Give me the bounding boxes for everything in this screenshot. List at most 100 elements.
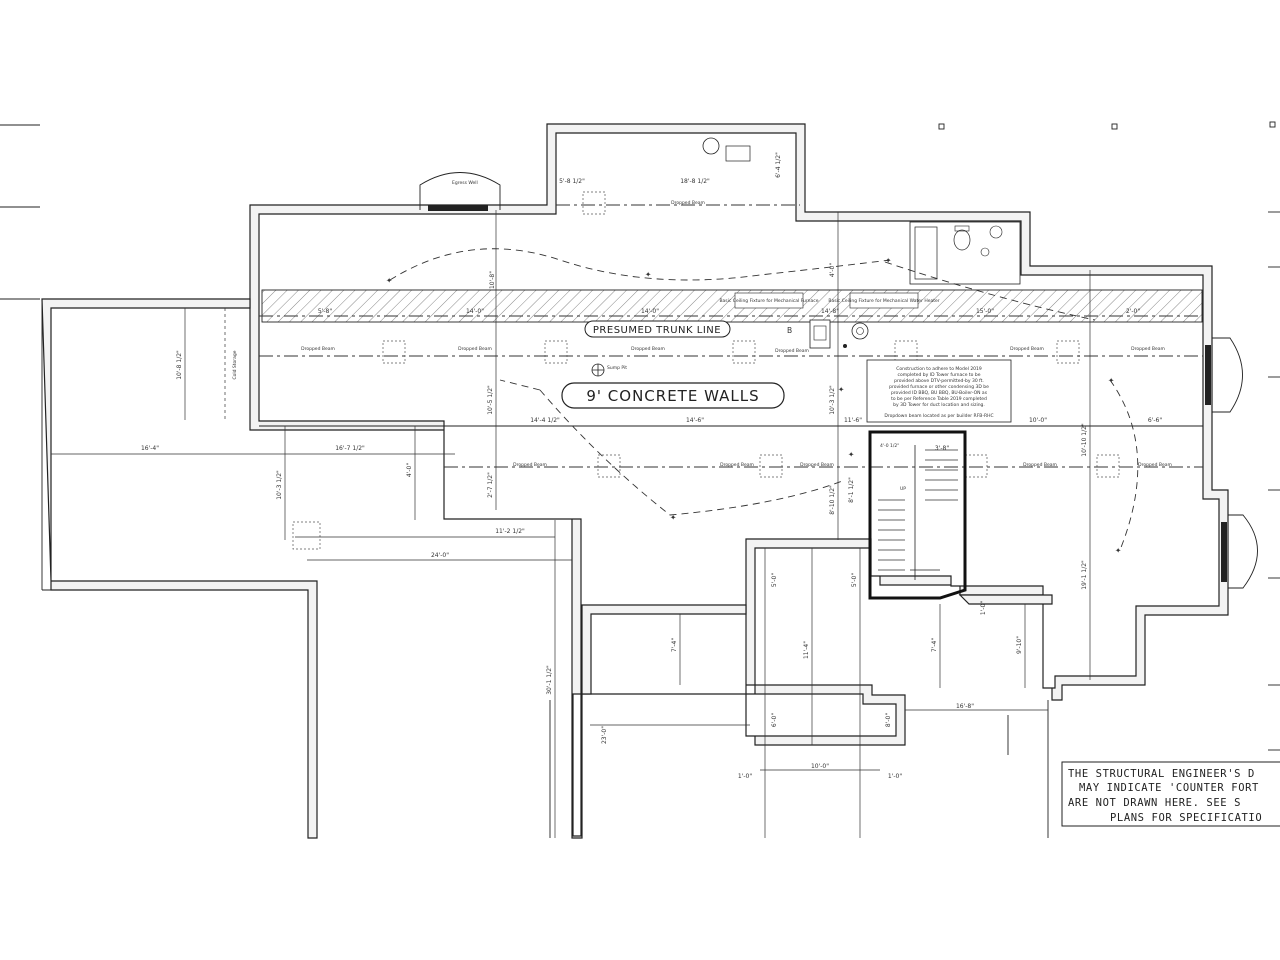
svg-text:✦: ✦	[1115, 546, 1121, 555]
concrete-walls-label: 9' CONCRETE WALLS	[561, 382, 785, 409]
dim-text: 30'-1 1/2"	[546, 665, 553, 695]
dim-text: 10'-3 1/2"	[276, 470, 283, 500]
dim-text: 11'-2 1/2"	[495, 528, 525, 535]
structural-note-line: THE STRUCTURAL ENGINEER'S D	[1068, 768, 1255, 780]
dim-text: 2'-7 1/2"	[487, 472, 494, 498]
dim-text: 10'-5 1/2"	[487, 385, 494, 415]
structural-note-line: ARE NOT DRAWN HERE. SEE S	[1068, 797, 1241, 809]
dim-text: 4'-0"	[829, 263, 836, 277]
egress-wells: Egress Well	[419, 172, 1258, 589]
egress-label-1: Egress Well	[452, 180, 478, 186]
structural-note-box: THE STRUCTURAL ENGINEER'S D MAY INDICATE…	[1061, 761, 1280, 827]
beam-label: Dropped Beam	[775, 348, 809, 354]
beam-lines	[259, 204, 1203, 468]
dim-text: 10'-0"	[811, 763, 829, 770]
svg-text:✦: ✦	[386, 276, 392, 285]
dim-text: 6'-0"	[771, 713, 778, 727]
note-line: completed by ID Tower furnace to be	[897, 372, 980, 378]
note-line: to be per Reference Table 2019 completed	[891, 396, 987, 402]
dim-text: 11'-4"	[803, 641, 810, 659]
dim-text: 16'-7 1/2"	[335, 445, 365, 452]
dim-text: 23'-0"	[601, 726, 608, 744]
dim-text: 1'-0"	[980, 601, 987, 615]
trunk-line-label: PRESUMED TRUNK LINE	[584, 320, 731, 338]
dim-text: 8'-10 1/2"	[829, 485, 836, 515]
note-line: by 3D Tower for duct location and sizing…	[893, 402, 985, 408]
fixture-note-furnace: Basic Ceiling Fixture for Mechanical Fur…	[719, 298, 818, 304]
dropped-beam-labels: Dropped Beam Dropped Beam Dropped Beam D…	[301, 200, 1172, 468]
structural-note-line: PLANS FOR SPECIFICATIO	[1110, 812, 1262, 824]
note-line: provided above DTV-permitted-by 30 ft.	[894, 378, 984, 384]
beam-label: Dropped Beam	[1010, 346, 1044, 352]
dim-text: 7'-4"	[931, 638, 938, 652]
beam-label: Dropped Beam	[631, 346, 665, 352]
light-circuit: ✦ ✦ ✦ ✦ ✦ ✦ ✦ ✦	[386, 248, 1139, 555]
dim-text: 19'-1 1/2"	[1081, 560, 1088, 590]
piers	[292, 191, 1120, 550]
beam-label: Dropped Beam	[1138, 462, 1172, 468]
foundation-walls	[41, 123, 1229, 839]
beam-label: Dropped Beam	[513, 462, 547, 468]
beam-label: Dropped Beam	[458, 346, 492, 352]
dim-text: 9'-10"	[1016, 636, 1023, 654]
dim-text: 10'-3 1/2"	[829, 385, 836, 415]
dim-text: 6'-4 1/2"	[775, 152, 782, 178]
fixture-notes: Basic Ceiling Fixture for Mechanical Fur…	[719, 292, 940, 309]
concrete-walls-text: 9' CONCRETE WALLS	[586, 387, 759, 405]
dim-text: 7'-4"	[671, 638, 678, 652]
dim-text: 14'-6"	[686, 417, 704, 424]
dim-text: 6'-6"	[1148, 417, 1162, 424]
construction-notes-box: Construction to adhere to Model 2019 com…	[866, 359, 1012, 423]
dim-text: 14'-0"	[466, 308, 484, 315]
dim-text: 5'-8"	[318, 308, 332, 315]
dim-text: 3'-8"	[935, 445, 949, 452]
beam-label: Dropped Beam	[671, 200, 705, 206]
beam-label: Dropped Beam	[720, 462, 754, 468]
svg-text:✦: ✦	[645, 270, 651, 279]
dim-text: 10'-8 1/2"	[176, 350, 183, 380]
beam-label: Dropped Beam	[1023, 462, 1057, 468]
dim-text: 1'-0"	[738, 773, 752, 780]
dim-text: 8'-0"	[885, 713, 892, 727]
svg-text:✦: ✦	[885, 256, 891, 265]
svg-text:B: B	[787, 326, 792, 335]
dim-text: 16'-4"	[141, 445, 159, 452]
beam-label: Dropped Beam	[1131, 346, 1165, 352]
dim-text: 10'-10 1/2"	[1081, 423, 1088, 457]
trunk-hatch-zone	[262, 290, 1202, 322]
trunk-line-text: PRESUMED TRUNK LINE	[593, 325, 721, 336]
stair-width-label: 4'-0 1/2"	[880, 443, 899, 449]
dim-text: 2'-0"	[1126, 308, 1140, 315]
stair-up-label: UP	[900, 486, 906, 492]
dim-text: 24'-0"	[431, 552, 449, 559]
dim-text: 5'-0"	[851, 573, 858, 587]
bathroom-rough-in	[909, 221, 1021, 285]
fixture-note-water-heater: Basic Ceiling Fixture for Mechanical Wat…	[828, 298, 939, 304]
dim-text: 1'-0"	[888, 773, 902, 780]
dim-text: 5'-0"	[771, 573, 778, 587]
note-line: Construction to adhere to Model 2019	[896, 366, 982, 372]
dimension-texts: 5'-8" 14'-0" 14'-0" 14'-8" 15'-0" 2'-0" …	[141, 152, 1162, 780]
note-line: provided furnace or other condensing 3D …	[889, 384, 989, 390]
dim-text: 5'-8 1/2"	[559, 178, 585, 185]
sheet-edge-marks	[0, 121, 1280, 751]
beam-label: Dropped Beam	[301, 346, 335, 352]
beam-label: Dropped Beam	[800, 462, 834, 468]
svg-text:✦: ✦	[848, 450, 854, 459]
note-line: Dropdown beam located as per builder RFB…	[884, 413, 993, 419]
cold-storage-label: Cold Storage	[232, 350, 238, 379]
dim-text: 16'-8"	[956, 703, 974, 710]
note-line: provided ID BBQ, BU BBQ, BU-Boiler-ON as	[891, 390, 988, 396]
svg-text:✦: ✦	[670, 513, 676, 522]
dim-text: 14'-0"	[641, 308, 659, 315]
dimension-lines	[51, 210, 1091, 838]
structural-note-line: MAY INDICATE 'COUNTER FORT	[1079, 782, 1259, 794]
dim-text: 10'-0"	[1029, 417, 1047, 424]
dim-text: 4'-0"	[406, 463, 413, 477]
mechanical-equipment: B Sump Pit	[591, 137, 869, 377]
dim-text: 8'-1 1/2"	[848, 477, 855, 503]
dim-text: 11'-6"	[844, 417, 862, 424]
dim-text: 18'-8 1/2"	[680, 178, 710, 185]
dim-text: 14'-4 1/2"	[530, 417, 560, 424]
